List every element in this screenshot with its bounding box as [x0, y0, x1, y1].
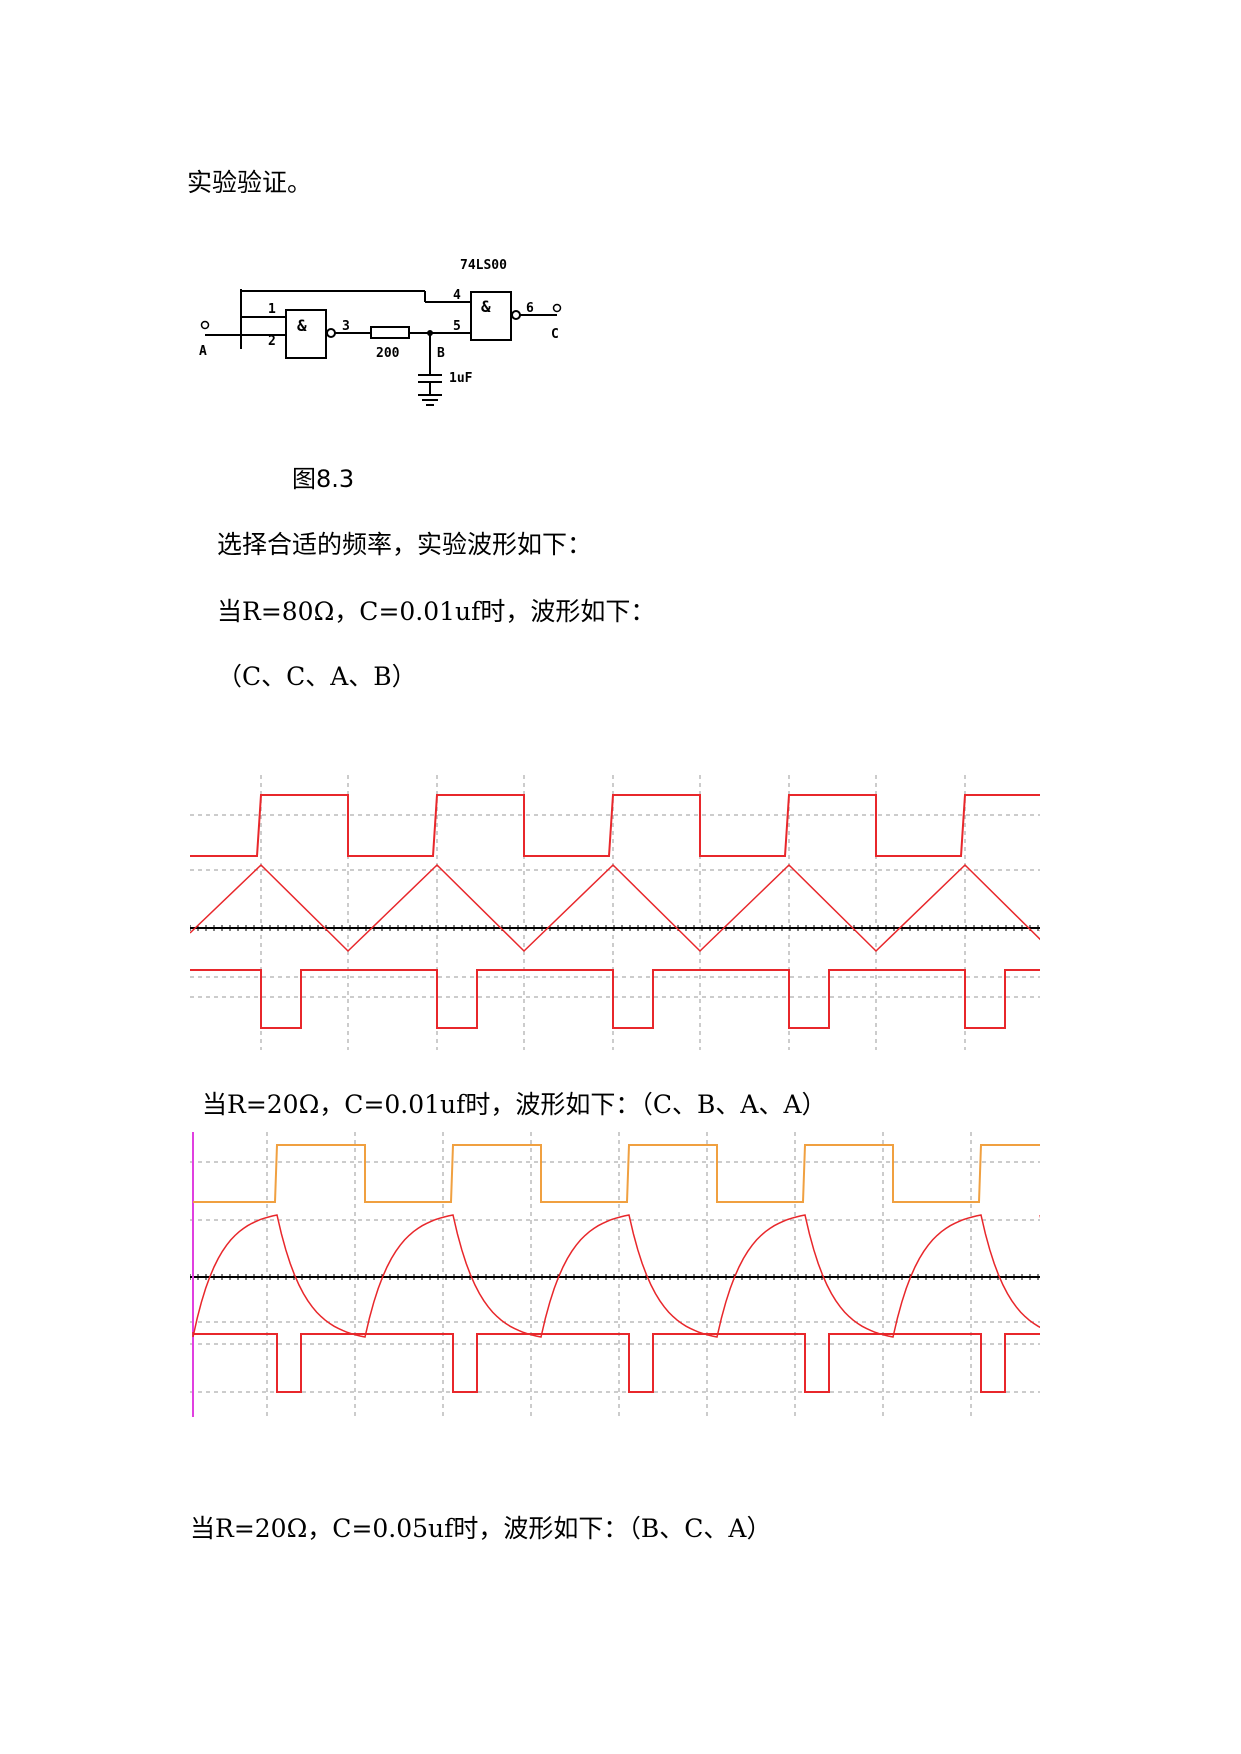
text-line-4: 当R=20Ω，C=0.01uf时，波形如下：（C、B、A、A）	[202, 1090, 827, 1119]
rc-exponential-trace	[192, 1214, 1040, 1338]
text-line-5: 当R=20Ω，C=0.05uf时，波形如下：（B、C、A）	[190, 1514, 772, 1543]
triangle-wave-trace	[190, 863, 1040, 953]
oscilloscope-capture-1	[190, 775, 1040, 1050]
intro-text: 实验验证。	[187, 168, 313, 197]
grid-lines	[190, 1132, 1040, 1417]
square-wave-trace	[193, 1144, 1040, 1203]
gate1-symbol: &	[297, 316, 307, 335]
axis-ticks	[190, 925, 1039, 931]
chip-label: 74LS00	[460, 258, 507, 273]
text-line-1: 选择合适的频率，实验波形如下：	[217, 530, 593, 559]
pin-5: 5	[453, 319, 461, 334]
pin-1: 1	[268, 302, 276, 317]
node-c-label: C	[551, 327, 559, 342]
node-b-label: B	[437, 346, 445, 361]
text-line-3: （C、C、A、B）	[217, 662, 417, 691]
pulse-wave-trace	[193, 1333, 1040, 1393]
capacitor-label: 1uF	[449, 371, 473, 386]
grid-lines	[190, 775, 1040, 1050]
square-wave-trace	[190, 794, 1040, 857]
gate2-symbol: &	[481, 297, 491, 316]
pin-6: 6	[526, 301, 534, 316]
figure-caption: 图8.3	[292, 465, 355, 493]
pulse-wave-trace	[190, 969, 1040, 1029]
oscilloscope-capture-2	[190, 1132, 1040, 1417]
pin-4: 4	[453, 288, 461, 303]
pin-2: 2	[268, 334, 276, 349]
pin-3: 3	[342, 319, 350, 334]
resistor-label: 200	[376, 346, 400, 361]
node-a-label: A	[199, 344, 207, 359]
text-line-2: 当R=80Ω，C=0.01uf时，波形如下：	[217, 597, 656, 626]
circuit-diagram: 74LS00 & & 1 2 3 4 5 6 200 B 1uF A C	[199, 258, 562, 406]
